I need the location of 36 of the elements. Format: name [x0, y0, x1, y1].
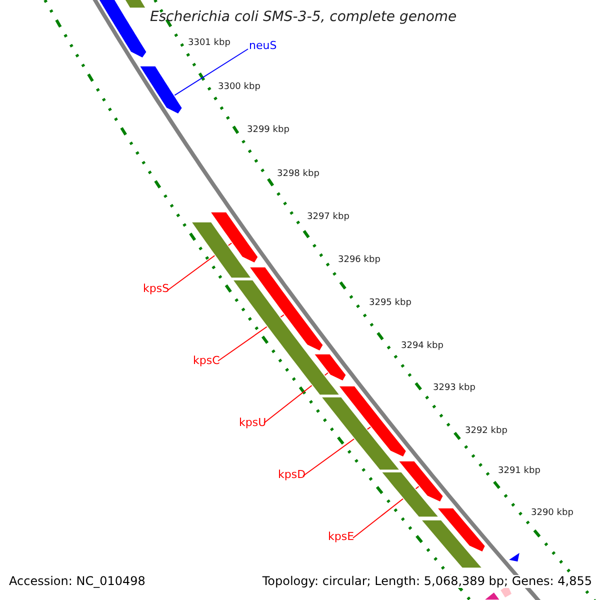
gene-bar	[232, 280, 341, 396]
tick-label: 3294 kbp	[401, 342, 444, 352]
gene-segment	[482, 591, 501, 600]
gene-bar	[420, 520, 484, 568]
info-text: Accession: NC_010498	[9, 575, 146, 588]
gene-label: kpsU	[239, 417, 266, 430]
gene-segment	[506, 551, 521, 562]
gene-bar	[320, 396, 401, 470]
info-text: Topology: circular; Length: 5,068,389 bp; Genes: 4,855	[262, 575, 592, 588]
gene-label: kpsS	[143, 283, 170, 296]
gene-segment	[436, 508, 486, 553]
gene-label: kpsC	[193, 355, 220, 368]
gene-label: neuS	[249, 40, 277, 52]
tick-label: 3301 kbp	[188, 39, 230, 49]
tick-label: 3292 kbp	[465, 427, 508, 437]
tick-label: 3300 kbp	[218, 83, 260, 93]
tick-label: 3293 kbp	[433, 384, 476, 394]
gene-label: kpsD	[278, 469, 306, 482]
tick-label: 3290 kbp	[531, 509, 574, 519]
tick-label: 3295 kbp	[369, 299, 412, 309]
gene-segment	[138, 66, 183, 115]
tick-label: 3291 kbp	[498, 467, 540, 477]
gene-bar	[190, 222, 252, 278]
tick-label: 3298 kbp	[277, 170, 320, 180]
tick-label: 3299 kbp	[247, 126, 290, 136]
gene-segment	[248, 266, 324, 352]
tick-label: 3297 kbp	[307, 213, 350, 223]
gene-label: kpsE	[328, 531, 354, 544]
gene-segment	[313, 354, 347, 382]
tick-label: 3296 kbp	[338, 256, 380, 266]
gene-segment	[398, 460, 444, 503]
gene-bar	[380, 472, 440, 518]
gene-segment	[338, 386, 407, 458]
map-title: Escherichia coli SMS-3-5, complete genome	[150, 10, 457, 26]
gene-segment	[210, 212, 259, 264]
leader-line	[174, 48, 248, 96]
